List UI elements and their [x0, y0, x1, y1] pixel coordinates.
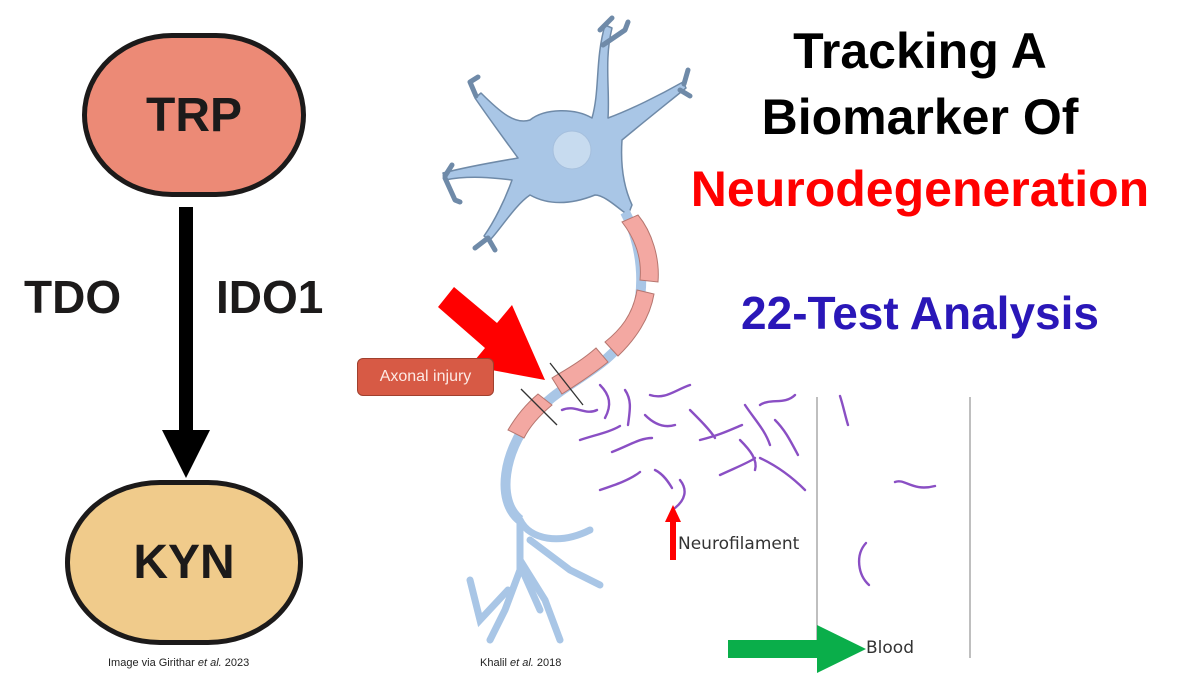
headline-line-2: Biomarker Of: [761, 89, 1079, 145]
pathway-arrow: [162, 207, 210, 478]
kyn-node: KYN: [65, 480, 303, 645]
blood-label: Blood: [866, 638, 914, 658]
headline-subtitle: 22-Test Analysis: [741, 287, 1099, 339]
injury-arrow: [438, 287, 545, 380]
caption-italic: et al.: [197, 657, 222, 669]
kyn-label: KYN: [133, 536, 235, 589]
caption-text: Khalil: [480, 657, 510, 669]
enzyme-tdo-label: TDO: [24, 271, 122, 323]
caption-year: 2018: [533, 657, 562, 669]
neuron-dendrites-lower: [466, 516, 604, 644]
caption-italic: et al.: [509, 657, 534, 669]
caption-year: 2023: [221, 657, 250, 669]
pathway-caption: Image via Girithar et al. 2023: [108, 657, 249, 669]
enzyme-ido1-label: IDO1: [216, 271, 324, 323]
trp-node: TRP: [82, 33, 306, 197]
trp-label: TRP: [146, 88, 242, 142]
neurofilament-up-arrow: [665, 505, 681, 560]
neurofilament-fragments: [560, 383, 937, 587]
neuron-nucleus: [552, 130, 592, 170]
headline-line-3: Neurodegeneration: [690, 161, 1150, 217]
caption-text: Image via Girithar: [108, 657, 198, 669]
neurofilament-label: Neurofilament: [678, 534, 800, 554]
axonal-injury-badge: Axonal injury: [357, 358, 494, 396]
neuron-caption: Khalil et al. 2018: [480, 657, 561, 669]
injury-cut-lines: [520, 362, 584, 426]
headline-line-1: Tracking A: [793, 23, 1047, 79]
blood-arrow: [728, 625, 866, 673]
